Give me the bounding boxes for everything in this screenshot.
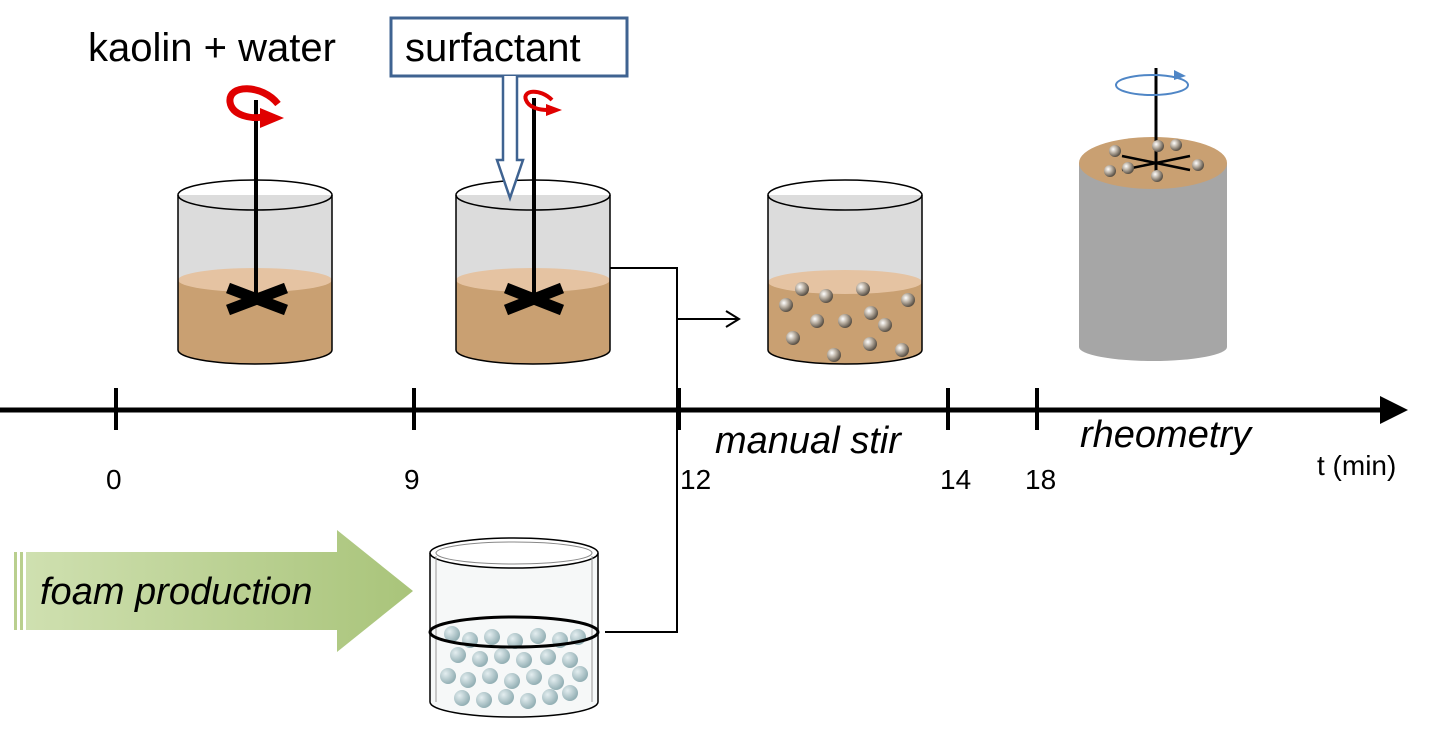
beaker-surfactant xyxy=(455,89,611,365)
foam-container xyxy=(428,537,600,718)
stirrer-icon xyxy=(503,98,565,316)
tick-label-12: 12 xyxy=(680,464,712,495)
manual-stir-label: manual stir xyxy=(715,420,901,462)
tick-label-14: 14 xyxy=(940,464,972,495)
foam-production-label: foam production xyxy=(40,571,313,613)
rheometry-label: rheometry xyxy=(1080,414,1252,456)
rheometer xyxy=(1079,68,1227,361)
tick-label-9: 9 xyxy=(404,464,420,495)
tick-label-18: 18 xyxy=(1025,464,1057,495)
rotation-arrow-icon xyxy=(523,89,562,116)
surfactant-label: surfactant xyxy=(405,26,581,70)
kaolin-water-label: kaolin + water xyxy=(88,26,336,70)
surfactant-callout xyxy=(389,16,629,202)
timeline xyxy=(0,388,1408,430)
beaker-kaolin-water xyxy=(177,85,333,365)
timeline-arrow-icon xyxy=(1380,396,1408,424)
bubble-icon xyxy=(779,282,915,362)
tick-label-0: 0 xyxy=(106,464,122,495)
stirrer-icon xyxy=(226,100,288,316)
bubble-icon xyxy=(1104,139,1204,182)
beaker-manual-stir xyxy=(767,179,923,365)
rotation-arrow-icon xyxy=(1115,70,1189,96)
time-unit-label: t (min) xyxy=(1317,450,1397,481)
bubble-icon xyxy=(440,626,588,709)
mixing-connector xyxy=(605,267,741,633)
foam-production-arrow xyxy=(14,530,413,652)
rotation-arrow-icon xyxy=(226,85,284,128)
